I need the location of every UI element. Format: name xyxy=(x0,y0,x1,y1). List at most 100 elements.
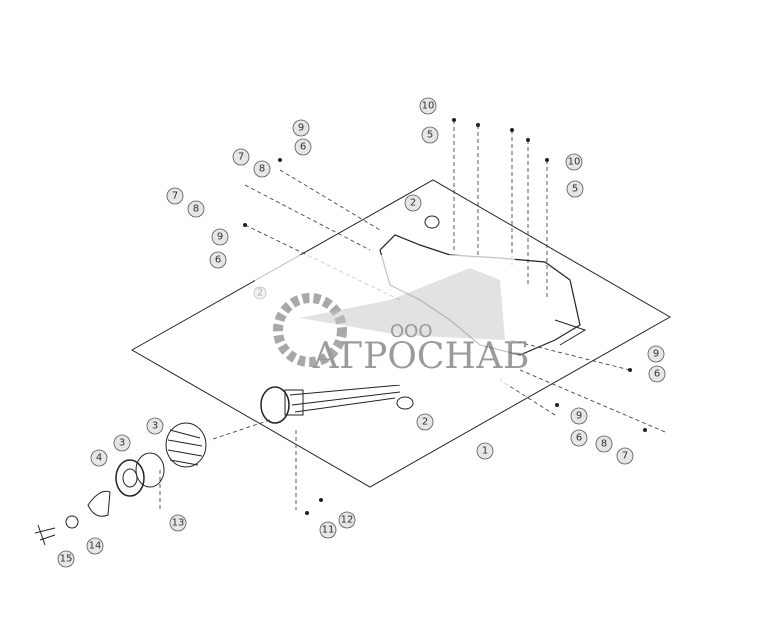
callout-label: 7 xyxy=(616,447,634,465)
callout-number: 6 xyxy=(576,433,582,444)
fasteners xyxy=(243,118,647,515)
callout-label: 5 xyxy=(566,180,584,198)
callout-label: 5 xyxy=(421,126,439,144)
plug-top xyxy=(424,215,440,229)
callout-label: 3 xyxy=(146,417,164,435)
callout-number: 1 xyxy=(482,446,488,457)
callout-circle xyxy=(319,521,337,539)
callout-number: 2 xyxy=(410,198,416,209)
callout-number: 2 xyxy=(257,288,263,299)
callout-circle xyxy=(566,180,584,198)
watermark-name: АГРОСНАБ xyxy=(312,336,530,377)
callout-circle xyxy=(253,286,267,300)
callout-circle xyxy=(419,97,437,115)
callout-number: 14 xyxy=(89,541,102,552)
plug-bottom xyxy=(396,396,414,410)
callout-circle xyxy=(404,194,422,212)
hub xyxy=(260,386,290,424)
callout-circle xyxy=(570,429,588,447)
callout-label: 6 xyxy=(294,138,312,156)
callout-label: 9 xyxy=(211,228,229,246)
callout-label: 10 xyxy=(419,97,437,115)
drawing xyxy=(34,179,672,546)
callout-number: 6 xyxy=(300,142,306,153)
callout-number: 15 xyxy=(60,554,73,565)
callout-number: 9 xyxy=(576,411,582,422)
callout-label: 7 xyxy=(232,148,250,166)
callout-label: 4 xyxy=(90,449,108,467)
watermark: ООО АГРОСНАБ xyxy=(255,255,530,385)
callout-label: 8 xyxy=(253,160,271,178)
callout-circle xyxy=(292,119,310,137)
callout-label: 8 xyxy=(595,435,613,453)
callout-circle xyxy=(648,365,666,383)
cotter-pin xyxy=(34,524,56,546)
callout-circle xyxy=(595,435,613,453)
callout-circle xyxy=(570,407,588,425)
callout-label: 14 xyxy=(86,537,104,555)
callout-label: 1 xyxy=(476,442,494,460)
callout-circle xyxy=(416,413,434,431)
callout-number: 9 xyxy=(298,123,304,134)
base-plate xyxy=(130,179,672,488)
callout-circle xyxy=(113,434,131,452)
callout-label: 2 xyxy=(253,286,267,300)
callout-label: 10 xyxy=(565,153,583,171)
callout-label: 3 xyxy=(113,434,131,452)
callout-number: 9 xyxy=(653,349,659,360)
callout-number: 13 xyxy=(172,518,185,529)
callout-circle xyxy=(209,251,227,269)
shaft xyxy=(289,384,401,413)
callout-number: 5 xyxy=(427,130,433,141)
callout-label: 2 xyxy=(404,194,422,212)
combine-harvester-logo xyxy=(300,268,505,340)
callout-circle xyxy=(565,153,583,171)
callout-number: 10 xyxy=(568,157,581,168)
callout-circle xyxy=(57,550,75,568)
callout-number: 7 xyxy=(172,191,178,202)
callout-number: 5 xyxy=(572,184,578,195)
callout-number: 8 xyxy=(259,164,265,175)
cap xyxy=(87,490,111,517)
callout-label: 6 xyxy=(648,365,666,383)
spring-part xyxy=(165,422,207,468)
callout-circle xyxy=(187,200,205,218)
gasket xyxy=(135,452,165,488)
callout-number: 8 xyxy=(601,439,607,450)
callout-label: 9 xyxy=(570,407,588,425)
callout-number: 7 xyxy=(622,451,628,462)
callout-circle xyxy=(166,187,184,205)
callout-number: 11 xyxy=(322,525,335,536)
callout-number: 10 xyxy=(422,101,435,112)
callout-circle xyxy=(421,126,439,144)
callout-circle xyxy=(338,511,356,529)
callout-number: 3 xyxy=(152,421,158,432)
callout-number: 6 xyxy=(654,369,660,380)
callout-circle xyxy=(476,442,494,460)
callout-circle xyxy=(647,345,665,363)
gear-logo xyxy=(273,293,347,367)
callout-circle xyxy=(294,138,312,156)
callout-number: 4 xyxy=(96,453,102,464)
callout-label: 15 xyxy=(57,550,75,568)
callout-circle xyxy=(232,148,250,166)
callout-circle xyxy=(253,160,271,178)
callout-number: 3 xyxy=(119,438,125,449)
callout-number: 8 xyxy=(193,204,199,215)
callout-number: 6 xyxy=(215,255,221,266)
nut xyxy=(65,515,79,529)
callout-label: 13 xyxy=(169,514,187,532)
callout-label: 7 xyxy=(166,187,184,205)
callout-circle xyxy=(86,537,104,555)
callout-label: 9 xyxy=(647,345,665,363)
callout-label: 8 xyxy=(187,200,205,218)
callout-circle xyxy=(169,514,187,532)
callout-label: 6 xyxy=(209,251,227,269)
callout-number: 9 xyxy=(217,232,223,243)
watermark-prefix: ООО xyxy=(390,321,433,342)
callout-circle xyxy=(146,417,164,435)
callout-number: 7 xyxy=(238,152,244,163)
callout-label: 12 xyxy=(338,511,356,529)
